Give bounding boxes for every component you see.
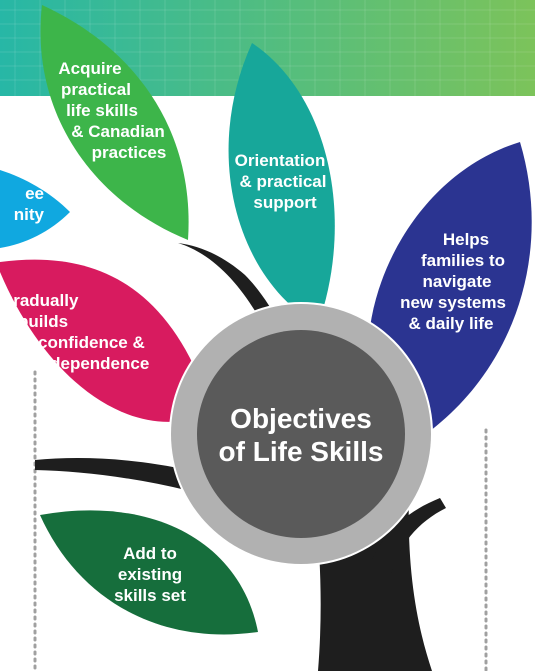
gradually-line-3: confidence &: [38, 333, 145, 352]
orientation-line-3: support: [253, 193, 317, 212]
gradually-leaf: [0, 259, 212, 422]
community-leaf: [0, 170, 70, 248]
center-title: Objectives of Life Skills: [201, 402, 401, 468]
add-leaf-label: Add to existing skills set: [90, 543, 210, 606]
acquire-leaf-label: Acquire practical life skills & Canadian…: [20, 58, 198, 163]
add-line-1: Add to: [123, 544, 177, 563]
helps-line-4: new systems: [400, 293, 506, 312]
helps-line-3: navigate: [422, 272, 492, 291]
helps-line-1: Helps: [442, 230, 490, 249]
center-title-line-1: Objectives: [230, 403, 372, 434]
gradually-line-1: Gradually: [0, 291, 79, 310]
add-leaf: [40, 510, 258, 635]
helps-line-2: families to: [420, 251, 506, 270]
acquire-line-4: & Canadian: [71, 122, 165, 141]
add-line-3: skills set: [114, 586, 186, 605]
tree-trunk: [178, 243, 432, 671]
acquire-line-2: practical: [61, 80, 131, 99]
acquire-leaf: [40, 5, 189, 240]
center-circle: [169, 302, 433, 566]
add-line-2: existing: [117, 565, 183, 584]
gradually-line-2: builds: [18, 312, 69, 331]
gradually-line-4: independence: [35, 354, 150, 373]
orientation-leaf-label: Orientation & practical support: [210, 150, 350, 213]
center-title-line-2: of Life Skills: [218, 436, 384, 467]
acquire-line-5: practices: [91, 143, 167, 162]
community-leaf-label: ee nity: [0, 183, 44, 225]
acquire-line-1: Acquire: [58, 59, 122, 78]
acquire-line-3: life skills: [66, 101, 138, 120]
orientation-line-2: & practical: [239, 172, 327, 191]
community-line-2: nity: [13, 205, 44, 224]
orientation-leaf: [228, 43, 335, 325]
right-branch: [372, 498, 446, 578]
helps-leaf-label: Helps families to navigate new systems &…: [378, 229, 528, 334]
orientation-line-1: Orientation: [234, 151, 326, 170]
gradually-leaf-label: Gradually builds confidence & independen…: [0, 290, 180, 374]
helps-line-5: & daily life: [408, 314, 494, 333]
community-line-1: ee: [25, 184, 44, 203]
